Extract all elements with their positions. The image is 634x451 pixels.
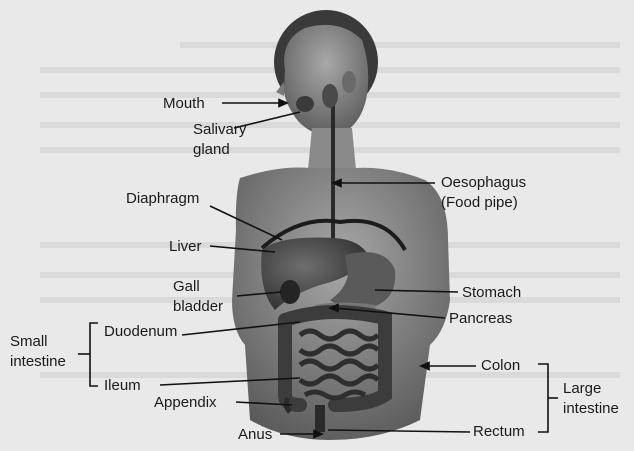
label-salivary-gland-line2: gland [193,141,230,158]
label-anus: Anus [238,426,272,443]
head [274,10,378,135]
label-duodenum: Duodenum [104,323,177,340]
label-large-intestine-line2: intestine [563,400,619,417]
label-large-intestine-line1: Large [563,380,601,397]
label-salivary-gland-line1: Salivary [193,121,246,138]
label-diaphragm: Diaphragm [126,190,199,207]
label-colon: Colon [481,357,520,374]
label-gall-bladder-line2: bladder [173,298,223,315]
label-mouth: Mouth [163,95,205,112]
label-gall-bladder-line1: Gall [173,278,200,295]
label-pancreas: Pancreas [449,310,512,327]
label-ileum: Ileum [104,377,141,394]
label-liver: Liver [169,238,202,255]
label-stomach: Stomach [462,284,521,301]
label-oesophagus-line1: Oesophagus [441,174,526,191]
label-rectum: Rectum [473,423,525,440]
label-oesophagus-line2: (Food pipe) [441,194,518,211]
label-small-intestine-line1: Small [10,333,48,350]
label-small-intestine-line2: intestine [10,353,66,370]
gall-bladder-organ [280,280,300,304]
label-appendix: Appendix [154,394,217,411]
